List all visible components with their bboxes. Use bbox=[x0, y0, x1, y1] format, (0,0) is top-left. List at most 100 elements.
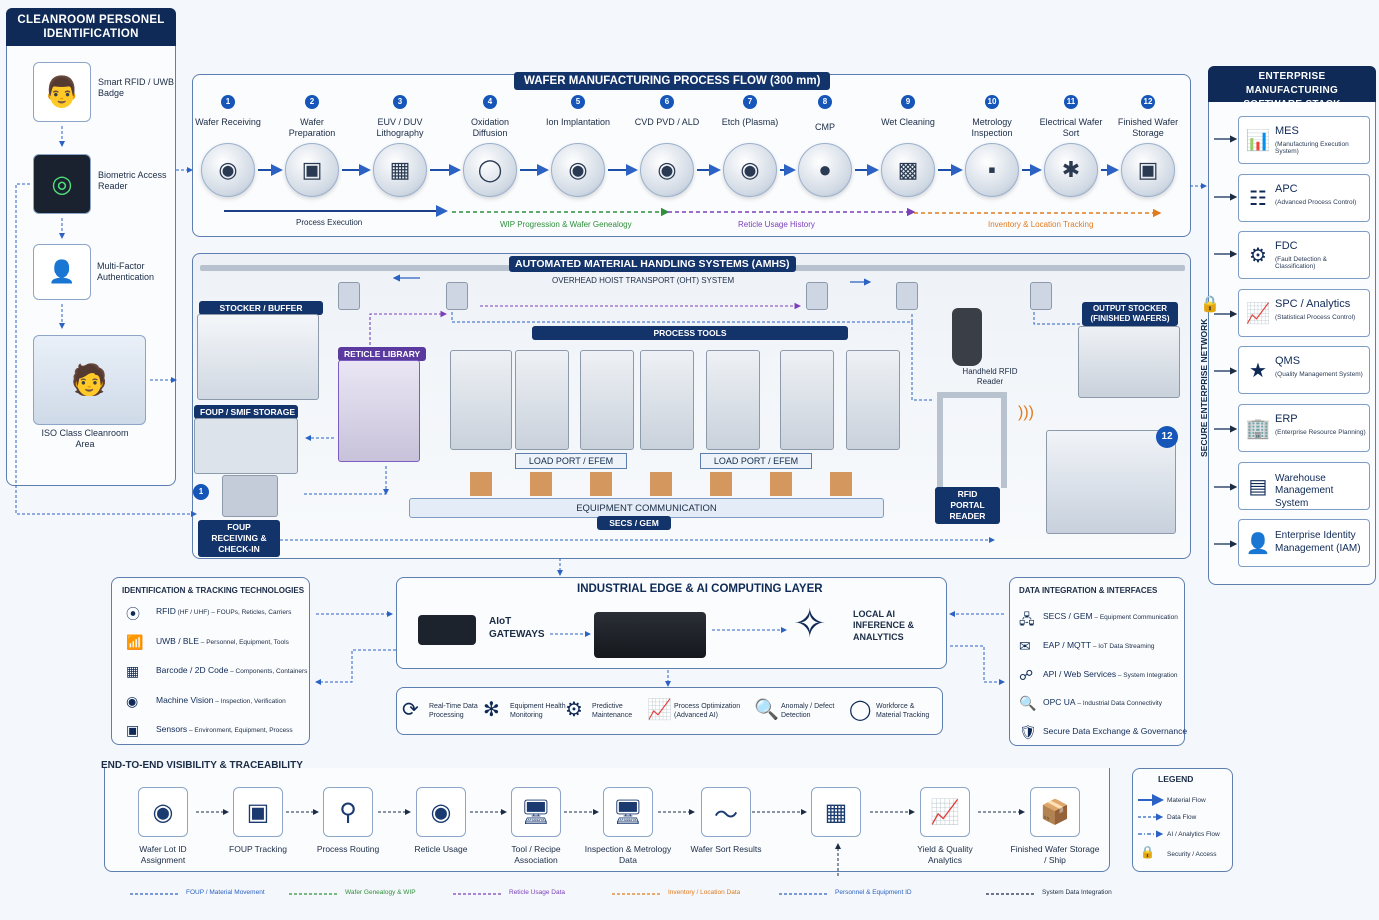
control-panel-icon: ☷ bbox=[1249, 187, 1267, 210]
oht-label: OVERHEAD HOIST TRANSPORT (OHT) SYSTEM bbox=[552, 276, 735, 285]
step-number-badge: 12 bbox=[1141, 95, 1155, 109]
stack-item-enterprise-identity-management-iam[interactable]: 👤Enterprise Identity Management (IAM) bbox=[1238, 519, 1370, 568]
process-tools-label: PROCESS TOOLS bbox=[532, 326, 848, 340]
edge-title: INDUSTRIAL EDGE & AI COMPUTING LAYER bbox=[577, 583, 823, 595]
stack-item-desc: (Enterprise Resource Planning) bbox=[1275, 429, 1366, 436]
receiving-step-badge: 1 bbox=[193, 484, 209, 500]
process-tool bbox=[846, 350, 900, 450]
reticle-library-label: RETICLE LIBRARY bbox=[338, 347, 427, 361]
id-tech-name: Sensors bbox=[156, 724, 188, 734]
visibility-step-label: Process Routing bbox=[316, 844, 380, 854]
id-tech-desc: – Environment, Equipment, Process bbox=[187, 727, 293, 734]
step-label: CMP bbox=[815, 122, 835, 132]
stack-item-fdc[interactable]: ⚙FDC(Fault Detection & Classification) bbox=[1238, 231, 1370, 280]
id-tech-item: Machine Vision – Inspection, Verificatio… bbox=[156, 695, 286, 705]
step-label: Oxidation Diffusion bbox=[470, 117, 510, 139]
step-label: Wafer Receiving bbox=[195, 117, 261, 127]
visibility-step-label: Wafer Lot ID Assignment bbox=[139, 844, 187, 866]
integration-desc: – Equipment Communication bbox=[1092, 614, 1178, 621]
trend-chart-icon: 📈 bbox=[1245, 302, 1271, 325]
step-number-badge: 1 bbox=[221, 95, 235, 109]
stocker-buffer bbox=[197, 314, 319, 400]
visibility-step-icon: ▦ bbox=[811, 787, 861, 837]
visibility-step-icon: 〜 bbox=[701, 787, 751, 837]
secs-gem-label: SECS / GEM bbox=[597, 516, 671, 530]
foup-storage-label: FOUP / SMIF STORAGE bbox=[194, 405, 298, 419]
gear-search-icon: ⚙ bbox=[1249, 245, 1267, 268]
process-tool-icon: ◉ bbox=[640, 143, 694, 197]
id-tech-item: Barcode / 2D Code – Components, Containe… bbox=[156, 665, 307, 675]
id-tech-panel bbox=[111, 577, 310, 745]
quality-badge-icon: ★ bbox=[1249, 360, 1267, 383]
integration-item: SECS / GEM – Equipment Communication bbox=[1043, 611, 1178, 621]
id-tech-title: IDENTIFICATION & TRACKING TECHNOLOGIES bbox=[122, 586, 305, 595]
visibility-step-icon: ⚲ bbox=[323, 787, 373, 837]
id-tech-desc: – Components, Containers bbox=[228, 668, 308, 675]
integration-name: Secure Data Exchange & Governance bbox=[1043, 726, 1188, 737]
capability-icon: ⟳ bbox=[402, 699, 419, 721]
oht-carrier bbox=[896, 282, 918, 310]
lock-icon: 🔒 bbox=[1200, 296, 1220, 313]
capability-label: Workforce & Material Tracking bbox=[876, 703, 930, 720]
process-tool-icon: ◉ bbox=[723, 143, 777, 197]
stack-item-warehouse-management-system[interactable]: ▤ Warehouse Management System bbox=[1238, 461, 1370, 510]
stack-item-erp[interactable]: 🏢ERP(Enterprise Resource Planning) bbox=[1238, 404, 1370, 452]
process-tool-icon: ◉ bbox=[551, 143, 605, 197]
stack-item-desc: (Manufacturing Execution System) bbox=[1275, 141, 1349, 155]
capability-icon: ✻ bbox=[483, 699, 500, 721]
capability-icon: ⚙ bbox=[565, 699, 583, 721]
id-tech-icon: 📶 bbox=[126, 633, 144, 650]
legend-panel bbox=[1132, 768, 1233, 872]
server-icon: ▤ bbox=[1248, 475, 1268, 498]
process-tool-icon: ▣ bbox=[1121, 143, 1175, 197]
footer-label: Inventory / Location Data bbox=[668, 889, 741, 896]
integration-icon: 🖧 bbox=[1019, 611, 1035, 627]
visibility-step-icon: 🖥 bbox=[511, 787, 561, 837]
step-label: CVD PVD / ALD bbox=[634, 117, 700, 127]
step-label: Finished Wafer Storage bbox=[1117, 117, 1179, 139]
process-tool-icon: ✱ bbox=[1044, 143, 1098, 197]
id-tech-name: Barcode / 2D Code bbox=[156, 665, 229, 675]
stack-item-spc-analytics[interactable]: 📈SPC / Analytics(Statistical Process Con… bbox=[1238, 288, 1370, 337]
visibility-step-label: Tool / Recipe Association bbox=[511, 844, 561, 866]
id-tech-desc: (HF / UHF) – FOUPs, Reticles, Carriers bbox=[175, 609, 292, 616]
stack-item-apc[interactable]: ☷APC(Advanced Process Control) bbox=[1238, 173, 1370, 222]
step-number-badge: 5 bbox=[571, 95, 585, 109]
id-tech-item: Sensors – Environment, Equipment, Proces… bbox=[156, 724, 293, 734]
capability-label: Anomaly / Defect Detection bbox=[781, 703, 835, 720]
integration-name: OPC UA bbox=[1043, 697, 1076, 708]
oht-carrier bbox=[446, 282, 468, 310]
process-flow-panel bbox=[192, 74, 1191, 237]
stack-item-name: ERP bbox=[1275, 413, 1298, 425]
stack-item-name: Warehouse Management System bbox=[1275, 472, 1334, 509]
rfid-portal-label: RFID PORTAL READER bbox=[935, 487, 1000, 524]
step-number-badge: 8 bbox=[818, 95, 832, 109]
process-tool-icon: ▪ bbox=[965, 143, 1019, 197]
integration-name: API / Web Services bbox=[1043, 668, 1117, 679]
id-tech-desc: – Inspection, Verification bbox=[213, 697, 286, 705]
stack-item-qms[interactable]: ★QMS(Quality Management System) bbox=[1238, 346, 1370, 395]
process-tool bbox=[706, 350, 760, 450]
step-number-badge: 9 bbox=[901, 95, 915, 109]
step-number-badge: 3 bbox=[393, 95, 407, 109]
integration-icon: ✉ bbox=[1019, 637, 1031, 654]
mfa-icon: 👤 bbox=[33, 244, 91, 300]
integration-item: OPC UA – Industrial Data Connectivity bbox=[1043, 697, 1162, 707]
capability-icon: ◯ bbox=[849, 699, 872, 721]
wireless-icon: ))) bbox=[1018, 404, 1034, 421]
visibility-step-icon: 📈 bbox=[920, 787, 970, 837]
visibility-step-label: FOUP Tracking bbox=[229, 844, 287, 854]
capability-label: Equipment Health Monitoring bbox=[510, 703, 566, 720]
integration-icon: ☍ bbox=[1019, 666, 1034, 683]
bar-chart-icon: 📊 bbox=[1245, 130, 1271, 152]
step-label: EUV / DUV Lithography bbox=[376, 117, 424, 139]
visibility-step-icon: ▣ bbox=[233, 787, 283, 837]
legend-security: Security / Access bbox=[1167, 851, 1217, 858]
gateway-icon bbox=[418, 615, 476, 645]
stack-item-mes[interactable]: 📊MES(Manufacturing Execution System) bbox=[1238, 116, 1370, 164]
gateways-label: AIoT GATEWAYS bbox=[489, 616, 545, 640]
cleanroom-image: 🧑 bbox=[33, 335, 146, 425]
integration-name: EAP / MQTT bbox=[1043, 639, 1092, 650]
visibility-step-label: Wafer Sort Results bbox=[690, 844, 762, 854]
